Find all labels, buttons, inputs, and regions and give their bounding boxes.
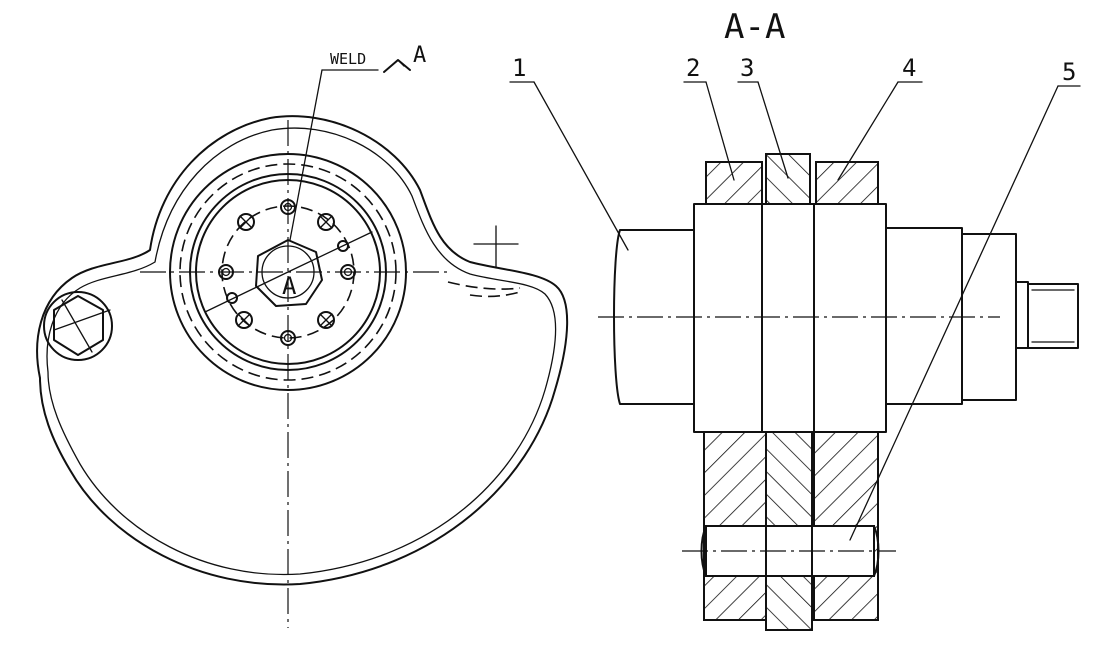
part-number-1: 1 (512, 54, 526, 82)
counterweight-inner-outline (46, 127, 557, 576)
part-number-3: 3 (740, 54, 754, 82)
plate-2-top (705, 161, 763, 205)
plate-3-top (765, 153, 811, 205)
section-title: A-A (724, 7, 785, 47)
threaded-end (1015, 281, 1029, 349)
plate-4-top (815, 161, 879, 205)
part-callouts: 1 2 3 4 5 (509, 54, 1081, 541)
part-number-2: 2 (686, 54, 700, 82)
part-number-4: 4 (902, 54, 916, 82)
front-view: WELD A A (36, 43, 569, 628)
section-marker-label: A (413, 43, 426, 68)
hub-body (693, 203, 887, 433)
section-view: A-A 1 (509, 7, 1081, 631)
section-arrow (383, 59, 411, 73)
center-bore (255, 239, 323, 307)
shaft-left (613, 229, 695, 405)
part-number-5: 5 (1062, 58, 1076, 86)
weld-label: WELD (330, 50, 366, 68)
center-marker-label: A (282, 272, 297, 300)
counterweight-outline (36, 115, 569, 586)
hex-bolt (43, 291, 113, 361)
